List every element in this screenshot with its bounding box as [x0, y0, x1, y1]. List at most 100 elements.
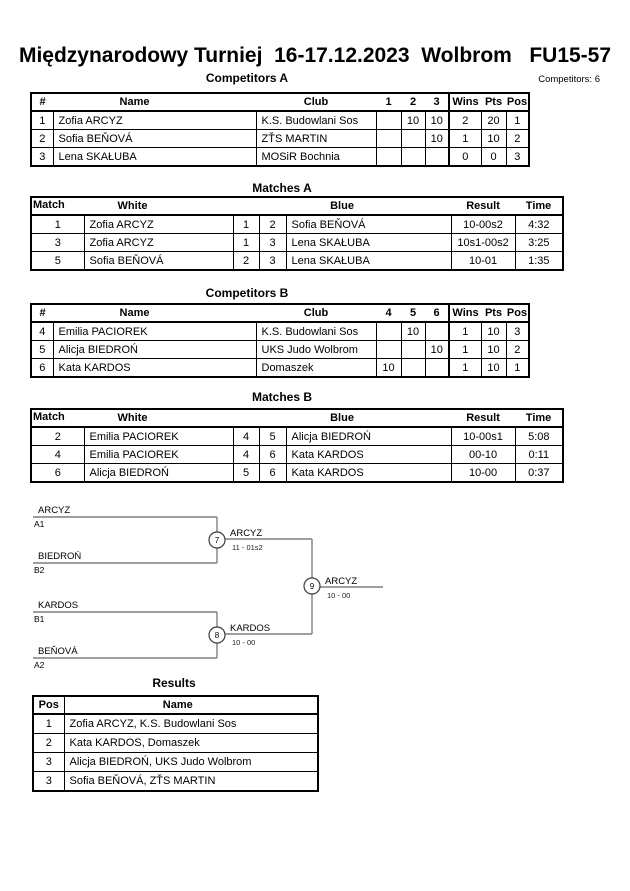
match-row: 2 Emilia PACIOREK 4 5 Alicja BIEDROŃ 10-…: [30, 426, 564, 446]
match-row: 5 Sofia BEŇOVÁ 2 3 Lena SKAŁUBA 10-01 1:…: [30, 251, 564, 271]
result-row: 3 Alicja BIEDROŃ, UKS Judo Wolbrom: [32, 752, 319, 772]
cell-club: Domaszek: [255, 358, 377, 378]
cell-match-num: 2: [30, 426, 85, 446]
match-row: 6 Alicja BIEDROŃ 5 6 Kata KARDOS 10-00 0…: [30, 463, 564, 483]
match-9-score: 10 - 00: [327, 591, 350, 600]
match-7-score: 11 - 01s2: [232, 543, 263, 552]
cell-result: 10-00s2: [450, 214, 516, 234]
cell-score1: [375, 321, 402, 341]
cell-blue-num: 2: [258, 214, 287, 234]
table-competitors-b: # Name Club 4 5 6 Wins Pts Pos 4 Emilia …: [30, 303, 530, 378]
competitor-row: 1 Zofia ARCYZ K.S. Budowlani Sos 10 10 2…: [30, 110, 530, 130]
col-header-match: Match: [33, 199, 65, 211]
match-8-circle: [208, 626, 226, 644]
table-header-row: # Name Club 4 5 6 Wins Pts Pos: [31, 304, 529, 323]
cell-white-num: 4: [232, 445, 260, 464]
cell-num: 6: [30, 358, 54, 378]
cell-time: 0:11: [514, 445, 564, 464]
cell-match-num: 6: [30, 463, 85, 483]
cell-blue-name: Kata KARDOS: [285, 445, 452, 464]
cell-club: ZŤS MARTIN: [255, 129, 377, 148]
cell-blue-num: 3: [258, 233, 287, 252]
section-title-matches-b: Matches B: [251, 390, 313, 404]
page-title: Międzynarodowy Turniej 16-17.12.2023 Wol…: [18, 44, 612, 67]
match-row: 4 Emilia PACIOREK 4 6 Kata KARDOS 00-10 …: [30, 445, 564, 464]
bracket-seed: B1: [34, 614, 45, 624]
cell-num: 4: [30, 321, 54, 341]
cell-pts: 10: [480, 358, 507, 378]
col-header-round5: 5: [401, 304, 425, 323]
col-header-white: White: [117, 200, 148, 212]
col-header-result: Result: [451, 197, 516, 216]
cell-blue-name: Alicja BIEDROŃ: [285, 426, 452, 446]
col-header-name: Name: [64, 696, 318, 715]
cell-name: Sofia BEŇOVÁ, ZŤS MARTIN: [63, 771, 319, 792]
cell-white-name: Sofia BEŇOVÁ: [83, 251, 234, 271]
cell-time: 1:35: [514, 251, 564, 271]
table-header-row: Match White Blue Result Time: [31, 409, 564, 428]
bracket-player-name: BIEDROŃ: [38, 551, 81, 562]
cell-match-num: 1: [30, 214, 85, 234]
cell-score1: [375, 147, 402, 167]
cell-pos: 3: [32, 752, 65, 772]
cell-club: UKS Judo Wolbrom: [255, 340, 377, 359]
cell-score1: [375, 110, 402, 130]
col-header-pts: Pts: [481, 304, 506, 323]
col-header-round4: 4: [376, 304, 401, 323]
cell-wins: 1: [448, 358, 482, 378]
competitor-row: 4 Emilia PACIOREK K.S. Budowlani Sos 10 …: [30, 321, 530, 341]
col-header-time: Time: [515, 409, 564, 428]
cell-name: Emilia PACIOREK: [52, 321, 257, 341]
competitor-row: 3 Lena SKAŁUBA MOSiR Bochnia 0 0 3: [30, 147, 530, 167]
match-9-circle: [303, 577, 321, 595]
competitor-row: 5 Alicja BIEDROŃ UKS Judo Wolbrom 10 1 1…: [30, 340, 530, 359]
cell-blue-name: Lena SKAŁUBA: [285, 233, 452, 252]
cell-name: Zofia ARCYZ, K.S. Budowlani Sos: [63, 713, 319, 734]
cell-club: K.S. Budowlani Sos: [255, 321, 377, 341]
cell-score2: [400, 340, 426, 359]
cell-pos: 1: [32, 713, 65, 734]
col-header-num: #: [31, 304, 53, 323]
table-matches-a: Match White Blue Result Time 1 Zofia ARC…: [30, 196, 565, 271]
cell-pos: 2: [505, 129, 530, 148]
result-row: 3 Sofia BEŇOVÁ, ZŤS MARTIN: [32, 771, 319, 792]
col-header-result: Result: [451, 409, 516, 428]
match-7-number: 7: [215, 536, 220, 545]
cell-score2: [400, 147, 426, 167]
cell-wins: 0: [448, 147, 482, 167]
col-header-num: #: [31, 93, 53, 112]
result-row: 2 Kata KARDOS, Domaszek: [32, 733, 319, 753]
cell-name: Kata KARDOS, Domaszek: [63, 733, 319, 753]
col-header-wins: Wins: [448, 93, 481, 112]
match-row: 1 Zofia ARCYZ 1 2 Sofia BEŇOVÁ 10-00s2 4…: [30, 214, 564, 234]
cell-name: Sofia BEŇOVÁ: [52, 129, 257, 148]
match-8-number: 8: [215, 631, 220, 640]
cell-name: Lena SKAŁUBA: [52, 147, 257, 167]
match-9-number: 9: [310, 582, 315, 591]
col-header-pos: Pos: [506, 93, 529, 112]
cell-blue-name: Lena SKAŁUBA: [285, 251, 452, 271]
bracket-player-name: KARDOS: [38, 600, 78, 611]
cell-name: Alicja BIEDROŃ: [52, 340, 257, 359]
cell-pos: 3: [32, 771, 65, 792]
cell-num: 3: [30, 147, 54, 167]
cell-num: 1: [30, 110, 54, 130]
col-header-round6: 6: [425, 304, 449, 323]
table-competitors-a: # Name Club 1 2 3 Wins Pts Pos 1 Zofia A…: [30, 92, 530, 167]
col-header-match: Match: [33, 411, 65, 423]
match-8-winner: KARDOS: [230, 623, 270, 634]
cell-pts: 10: [480, 321, 507, 341]
match-7-circle: [208, 531, 226, 549]
cell-score3: [424, 147, 450, 167]
cell-score1: 10: [375, 358, 402, 378]
col-header-white: White: [117, 412, 148, 424]
cell-white-name: Alicja BIEDROŃ: [83, 463, 234, 483]
cell-blue-name: Kata KARDOS: [285, 463, 452, 483]
section-title-results: Results: [152, 676, 196, 690]
match-row: 3 Zofia ARCYZ 1 3 Lena SKAŁUBA 10s1-00s2…: [30, 233, 564, 252]
cell-pts: 10: [480, 340, 507, 359]
table-header-row: Match White Blue Result Time: [31, 197, 564, 216]
cell-score1: [375, 129, 402, 148]
bracket-player-name: ARCYZ: [38, 505, 70, 516]
section-title-competitors-a: Competitors A: [205, 71, 289, 85]
